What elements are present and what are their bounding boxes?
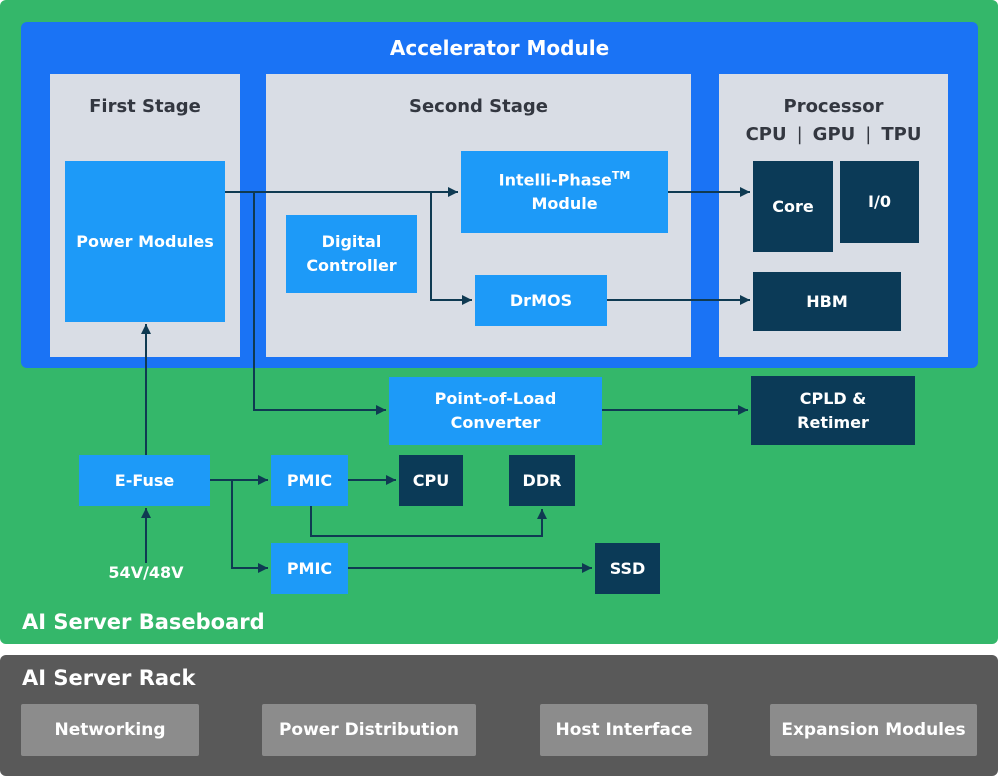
e-fuse-block: E-Fuse: [79, 455, 210, 506]
processor-separator: |: [865, 124, 872, 145]
rack-item-networking: Networking: [21, 704, 199, 756]
core-label: Core: [772, 196, 814, 216]
wire-pmic-to-ddr: [310, 506, 547, 537]
processor-tpu-label: TPU: [881, 124, 922, 145]
rack-item-label: Power Distribution: [278, 720, 460, 740]
io-label: I/0: [868, 192, 891, 211]
power-modules-label: Power Modules: [76, 231, 214, 251]
intelli-phase-module-label: Module: [531, 194, 598, 214]
digital-controller-block: Digital Controller: [286, 215, 417, 293]
cpld-line1: CPLD &: [799, 388, 867, 408]
ssd-block: SSD: [595, 543, 660, 594]
rack-title: AI Server Rack: [22, 666, 196, 690]
e-fuse-label: E-Fuse: [114, 470, 175, 490]
wire-power-to-pol: [253, 192, 386, 415]
processor-gpu-label: GPU: [812, 124, 856, 145]
baseboard-title: AI Server Baseboard: [22, 610, 265, 634]
ddr-block: DDR: [509, 455, 575, 506]
point-of-load-converter-block: Point-of-Load Converter: [389, 377, 602, 445]
intelli-phase-module-block: Intelli-PhaseTM Module: [461, 151, 668, 233]
pmic-top-block: PMIC: [271, 455, 348, 506]
cpu-label: CPU: [412, 470, 450, 490]
processor-separator: |: [796, 124, 803, 145]
rack-item-host-interface: Host Interface: [540, 704, 708, 756]
rack-item-label: Networking: [54, 720, 166, 740]
ssd-label: SSD: [609, 558, 646, 578]
power-modules-block: Power Modules: [65, 161, 225, 322]
pol-line1: Point-of-Load: [434, 389, 557, 408]
hbm-block: HBM: [753, 272, 901, 331]
cpld-line2: Retimer: [797, 412, 869, 432]
pol-line2: Converter: [450, 413, 541, 432]
io-block: I/0: [840, 161, 919, 243]
processor-title: Processor: [783, 96, 884, 117]
digital-controller-line1: Digital: [321, 232, 382, 251]
processor-cpu-label: CPU: [745, 124, 787, 145]
drmos-block: DrMOS: [475, 275, 607, 326]
trademark-mark: TM: [611, 168, 631, 182]
accelerator-module-title: Accelerator Module: [389, 36, 610, 60]
rack-item-expansion-modules: Expansion Modules: [770, 704, 977, 756]
pmic-bottom-block: PMIC: [271, 543, 348, 594]
processor-types: CPU | GPU | TPU: [719, 124, 948, 145]
wire-power-to-drmos: [430, 192, 472, 305]
hbm-label: HBM: [806, 291, 848, 311]
core-block: Core: [753, 161, 833, 252]
rack-item-label: Host Interface: [555, 720, 693, 740]
ddr-label: DDR: [522, 470, 562, 490]
intelli-phase-label: Intelli-Phase: [498, 170, 612, 190]
second-stage-title: Second Stage: [409, 96, 548, 117]
drmos-label: DrMOS: [509, 290, 573, 310]
rack-item-label: Expansion Modules: [781, 720, 966, 740]
input-voltage-label: 54V/48V: [108, 563, 184, 582]
pmic-top-label: PMIC: [286, 470, 333, 490]
rack-item-power-distribution: Power Distribution: [262, 704, 476, 756]
cpu-block: CPU: [399, 455, 463, 506]
first-stage-title: First Stage: [89, 96, 201, 117]
digital-controller-line2: Controller: [306, 256, 397, 275]
pmic-bottom-label: PMIC: [286, 558, 333, 578]
wire-efuse-to-pmic-bottom: [231, 480, 268, 573]
cpld-retimer-block: CPLD & Retimer: [751, 376, 915, 445]
